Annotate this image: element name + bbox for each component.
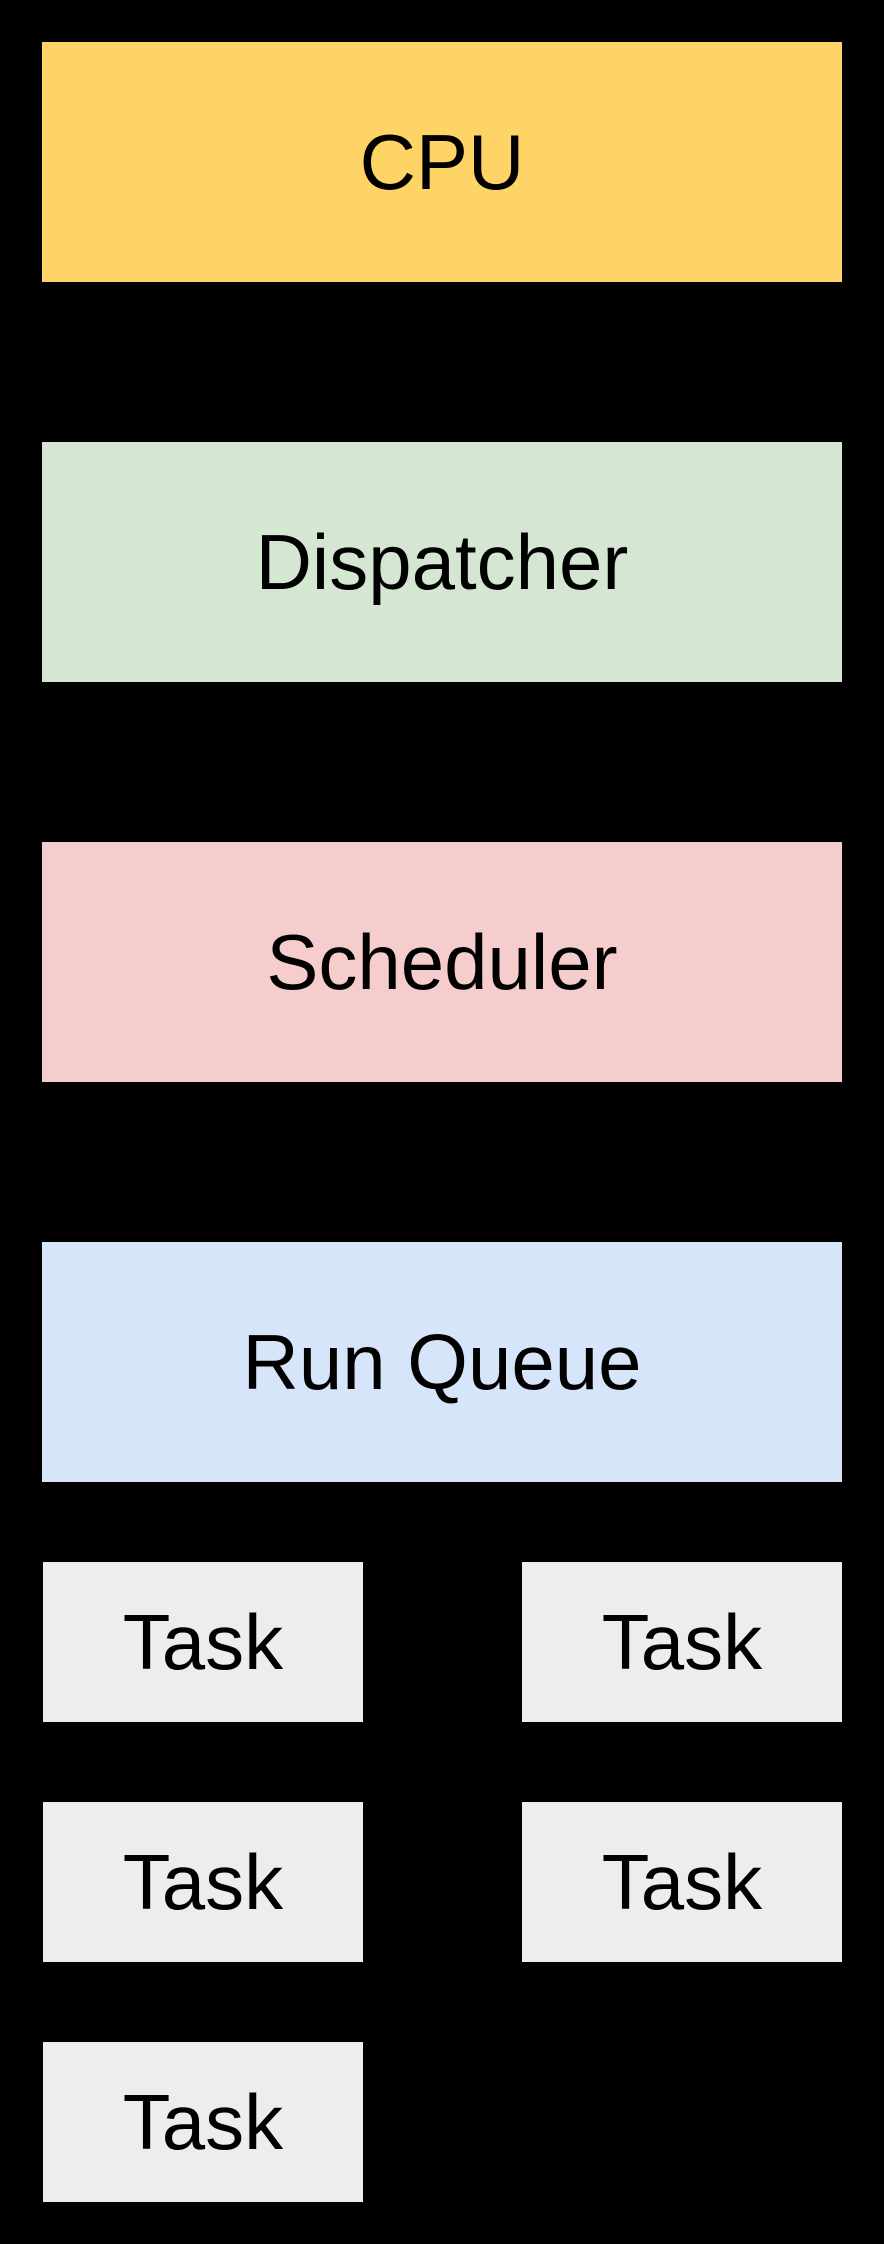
node-task-5-label: Task [122,2078,284,2166]
node-scheduler-label: Scheduler [266,918,618,1006]
node-task-5: Task [43,2042,363,2202]
node-task-3: Task [43,1802,363,1962]
node-dispatcher-label: Dispatcher [255,518,629,606]
node-task-3-label: Task [122,1838,284,1926]
node-task-2-label: Task [601,1598,763,1686]
node-task-4-label: Task [601,1838,763,1926]
node-cpu: CPU [42,42,842,282]
node-task-1: Task [43,1562,363,1722]
node-scheduler: Scheduler [42,842,842,1082]
node-run-queue-label: Run Queue [242,1318,642,1406]
node-run-queue: Run Queue [42,1242,842,1482]
node-cpu-label: CPU [359,118,525,206]
node-task-4: Task [522,1802,842,1962]
node-task-2: Task [522,1562,842,1722]
node-task-1-label: Task [122,1598,284,1686]
node-dispatcher: Dispatcher [42,442,842,682]
